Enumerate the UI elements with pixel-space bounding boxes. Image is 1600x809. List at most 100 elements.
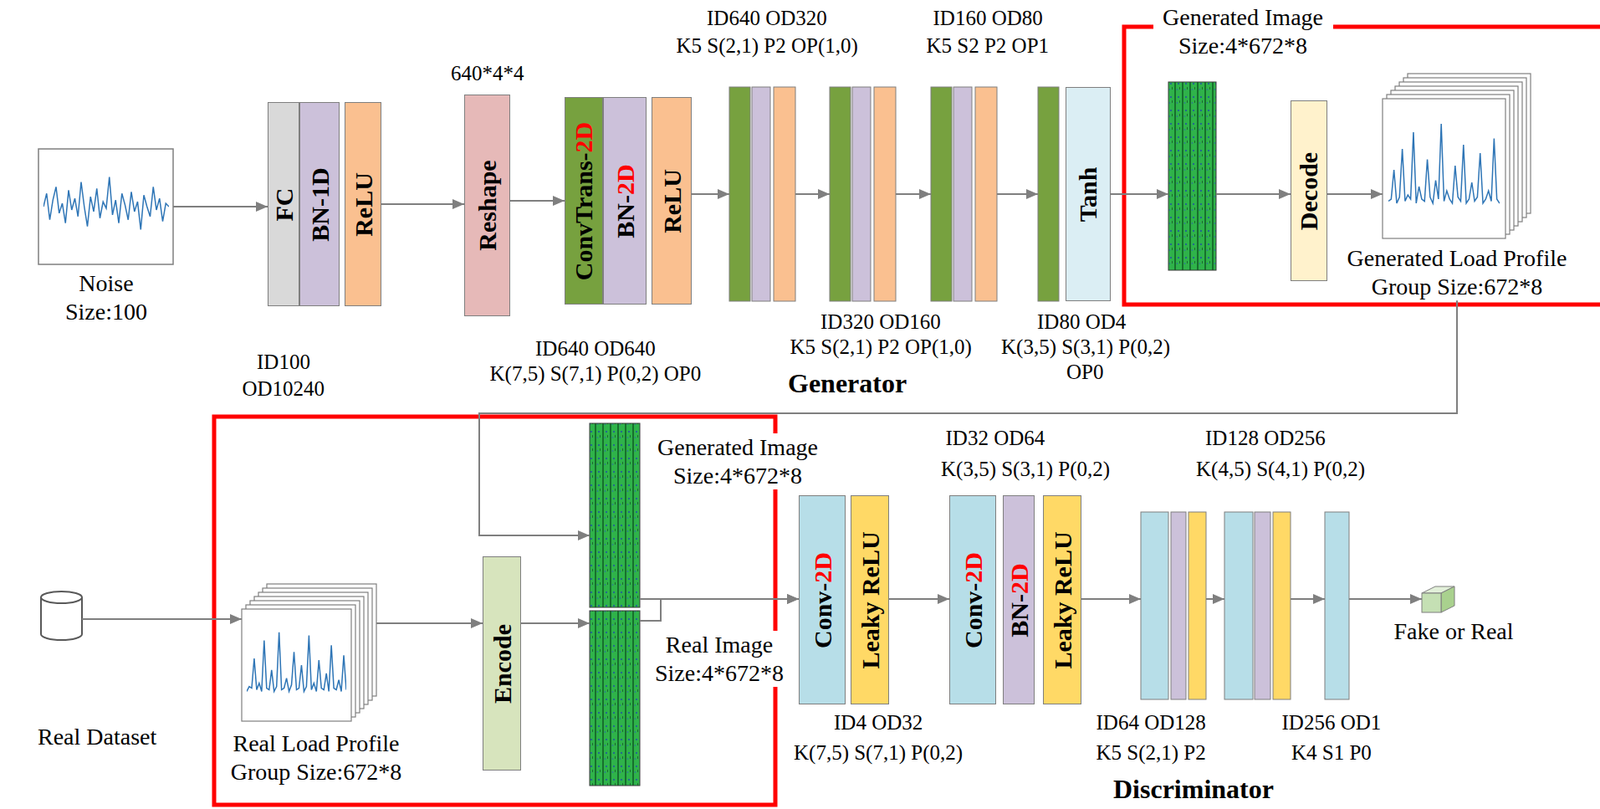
conv-block — [1324, 511, 1350, 700]
label-anchor: ID128 OD256 — [1205, 426, 1326, 451]
dimension-label: OD10240 — [242, 377, 326, 402]
batchnorm-block — [1254, 511, 1271, 700]
load-profile-stack: Real Load Profile Group Size:672*8 — [241, 583, 377, 721]
generated-image: Generated Image Size:4*672*8 — [1168, 81, 1217, 271]
highlight-text: 2D — [959, 551, 987, 583]
plot-area — [246, 632, 347, 692]
connector-arrow — [381, 203, 465, 205]
output-cube: Fake or Real — [1421, 586, 1455, 613]
dimension-label: ID256 OD1 — [1282, 710, 1382, 736]
label-anchor: K(7,5) S(7,1) P(0,2) — [793, 741, 963, 766]
block-label: Decode — [1295, 151, 1324, 230]
encode-block: Encode — [482, 556, 522, 771]
convtrans-block — [829, 86, 851, 302]
batchnorm-block — [852, 86, 871, 302]
dimension-label: K5 S(2,1) P2 OP(1,0) — [790, 335, 972, 360]
label-anchor: K5 S(2,1) P2 OP(1,0) — [790, 335, 972, 360]
noise-plot — [38, 148, 174, 265]
relu-block — [874, 86, 896, 302]
connector-arrow — [1216, 193, 1291, 195]
leaky-relu-layer: Leaky ReLU — [850, 495, 890, 705]
dimension-label: OP0 — [1066, 360, 1104, 385]
section-title: Discriminator — [1113, 773, 1274, 805]
dimension-label: K5 S(2,1) P2 OP(1,0) — [676, 34, 859, 59]
leaky-relu-block — [1188, 511, 1207, 700]
block-label: ReLU — [349, 172, 378, 237]
label-anchor: K(3,5) S(3,1) P(0,2) — [1001, 335, 1171, 360]
label-anchor: ID80 OD4 — [1037, 310, 1126, 335]
layer-blocks — [1140, 511, 1350, 700]
flow-arrow — [1290, 598, 1325, 600]
dataset-cylinder: Real Dataset — [40, 591, 82, 640]
label-anchor: OD10240 — [242, 377, 326, 402]
connector-arrow — [376, 622, 483, 624]
label-anchor: ID32 OD64 — [945, 426, 1046, 451]
relu-block — [975, 86, 997, 302]
block-label: Conv-2D — [959, 551, 987, 648]
label-anchor: K(4,5) S(4,1) P(0,2) — [1196, 457, 1365, 482]
dimension-label: ID64 OD128 — [1096, 710, 1207, 736]
convtrans-layer: ConvTrans-2D — [564, 97, 604, 305]
flow-arrow — [895, 193, 931, 195]
dimension-label: K5 S2 P2 OP1 — [926, 34, 1050, 59]
connector-arrow — [81, 618, 242, 620]
convtrans-block — [729, 86, 751, 302]
section-title: Generator — [787, 368, 907, 399]
label-anchor: K(7,5) S(7,1) P(0,2) OP0 — [490, 362, 702, 387]
batchnorm-block — [751, 86, 771, 302]
fc-layer: FC — [267, 102, 300, 307]
caption: Noise Size:100 — [56, 269, 157, 326]
relu-layer: ReLU — [344, 102, 382, 307]
convtrans-block — [930, 86, 952, 302]
image-texture — [589, 423, 640, 608]
flow-arrow — [1081, 598, 1141, 600]
connector-arrow — [1110, 193, 1169, 195]
conv-layer: Conv-2D — [949, 495, 997, 705]
label-anchor: ID256 OD1 — [1282, 710, 1382, 736]
dimension-label: K5 S(2,1) P2 — [1096, 741, 1207, 766]
dimension-label: K4 S1 P0 — [1291, 741, 1372, 766]
output-cube-figure — [1421, 586, 1455, 613]
flow-arrow — [691, 193, 730, 195]
label-anchor: ID100 — [256, 350, 311, 375]
block-label: Reshape — [473, 159, 501, 251]
dimension-label: ID100 — [256, 350, 311, 375]
dimension-label: K(7,5) S(7,1) P(0,2) OP0 — [490, 362, 702, 387]
dimension-label: K(3,5) S(3,1) P(0,2) — [940, 457, 1110, 482]
leaky-relu-block — [1272, 511, 1291, 700]
block-label: BN-2D — [611, 163, 639, 238]
label-anchor: ID64 OD128 — [1096, 710, 1207, 736]
conv-block — [1224, 511, 1253, 700]
label-anchor: K5 S2 P2 OP1 — [926, 34, 1050, 59]
tanh-layer: Tanh — [1065, 86, 1111, 302]
label-anchor: K(3,5) S(3,1) P(0,2) — [940, 457, 1110, 482]
conv-layer: Conv-2D — [798, 495, 846, 705]
cube-side — [1441, 586, 1455, 613]
profile-stack — [1382, 73, 1531, 239]
cylinder-top — [40, 591, 82, 604]
label-anchor: ID640 OD640 — [535, 337, 656, 362]
dimension-label: ID320 OD160 — [820, 310, 941, 335]
dimension-label: K(4,5) S(4,1) P(0,2) — [1196, 457, 1365, 482]
decode-block: Decode — [1290, 100, 1328, 282]
leaky-relu-layer: Leaky ReLU — [1042, 495, 1082, 705]
dimension-label: K(3,5) S(3,1) P(0,2) — [1001, 335, 1171, 360]
connector-arrow — [1327, 193, 1383, 195]
load-curve — [1388, 123, 1500, 204]
label-anchor: Discriminator — [1113, 773, 1274, 805]
label-anchor: K4 S1 P0 — [1291, 741, 1372, 766]
batchnorm-layer: BN-1D — [299, 102, 340, 307]
dimension-label: ID4 OD32 — [833, 710, 923, 736]
plot-area — [43, 177, 169, 231]
batchnorm-layer: BN-2D — [1002, 495, 1035, 705]
dimension-label: ID128 OD256 — [1205, 426, 1326, 451]
label-anchor: ID4 OD32 — [833, 710, 923, 736]
label-anchor: 640*4*4 — [450, 61, 525, 87]
plot-frame — [38, 148, 174, 265]
block-label: Conv-2D — [808, 551, 837, 648]
dimension-label: ID640 OD320 — [706, 6, 828, 31]
block-label: FC — [270, 187, 298, 221]
layer-blocks — [729, 86, 1059, 302]
flow-arrow — [996, 193, 1038, 195]
generated-image: Generated Image Size:4*672*8 — [589, 423, 640, 608]
